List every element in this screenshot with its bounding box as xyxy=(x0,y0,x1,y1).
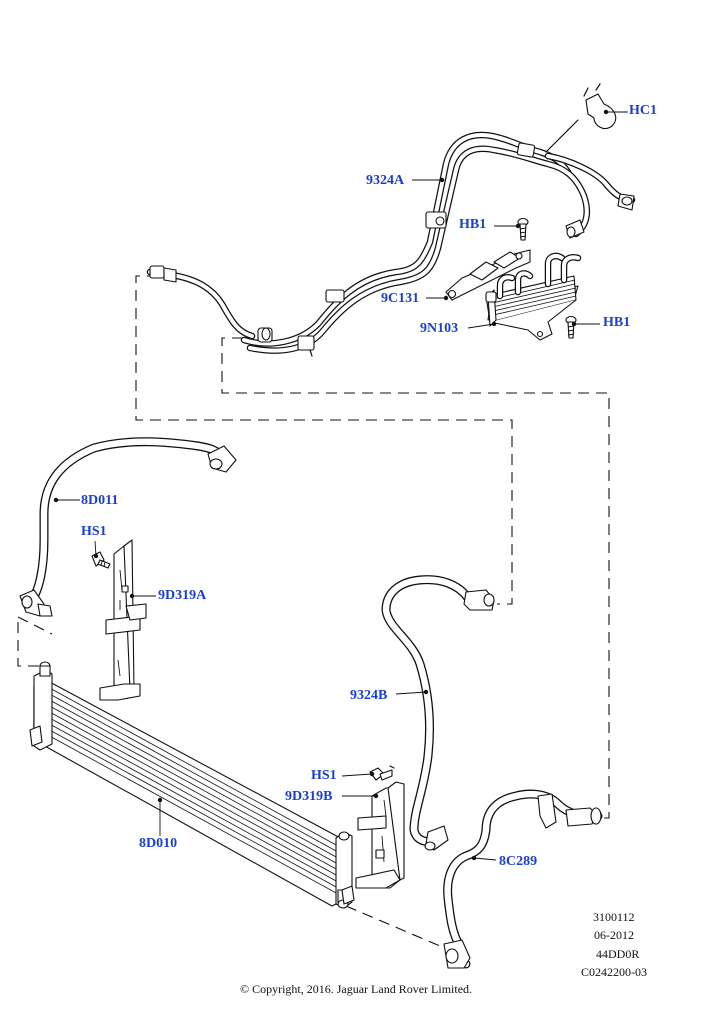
bolt-hb1-lower[interactable] xyxy=(565,315,577,339)
callout-9d319b[interactable]: 9D319B xyxy=(285,789,333,804)
hose-9324b[interactable] xyxy=(381,575,495,851)
reference-code-2: 06-2012 xyxy=(594,928,634,942)
bracket-9d319b[interactable] xyxy=(355,781,405,889)
cooler-pipe-9324a[interactable] xyxy=(146,83,636,357)
callout-9d319a[interactable]: 9D319A xyxy=(158,588,207,603)
leader-lines xyxy=(53,109,628,861)
callout-8d011[interactable]: 8D011 xyxy=(81,493,119,508)
bracket-9d319a[interactable] xyxy=(99,539,147,701)
copyright-notice: © Copyright, 2016. Jaguar Land Rover Lim… xyxy=(239,982,473,996)
callout-hs1-upper[interactable]: HS1 xyxy=(81,524,107,539)
reference-code-4: C0242200-03 xyxy=(581,965,647,979)
callout-hb1-upper[interactable]: HB1 xyxy=(459,217,487,232)
callout-hc1[interactable]: HC1 xyxy=(629,103,657,118)
reference-code-1: 3100112 xyxy=(593,910,635,924)
callout-9324a[interactable]: 9324A xyxy=(366,173,405,188)
bolt-hs1-lower[interactable] xyxy=(369,765,395,781)
reference-code-3: 44DD0R xyxy=(596,947,640,961)
callout-hb1-lower[interactable]: HB1 xyxy=(603,315,631,330)
callout-hs1-lower[interactable]: HS1 xyxy=(311,768,337,783)
callout-9n103[interactable]: 9N103 xyxy=(420,321,459,336)
connection-lines xyxy=(17,275,610,947)
oil-cooler-8d010[interactable] xyxy=(29,661,355,909)
hose-8c289[interactable] xyxy=(443,789,603,969)
callout-8d010[interactable]: 8D010 xyxy=(139,836,178,851)
callout-9324b[interactable]: 9324B xyxy=(350,688,388,703)
oil-cooler-9n103[interactable] xyxy=(485,252,582,341)
callout-8c289[interactable]: 8C289 xyxy=(499,854,538,869)
callout-9c131[interactable]: 9C131 xyxy=(381,291,420,306)
hose-8d011[interactable] xyxy=(19,437,237,617)
bracket-9c131[interactable] xyxy=(445,249,531,301)
bolt-hb1-upper[interactable] xyxy=(517,217,529,241)
